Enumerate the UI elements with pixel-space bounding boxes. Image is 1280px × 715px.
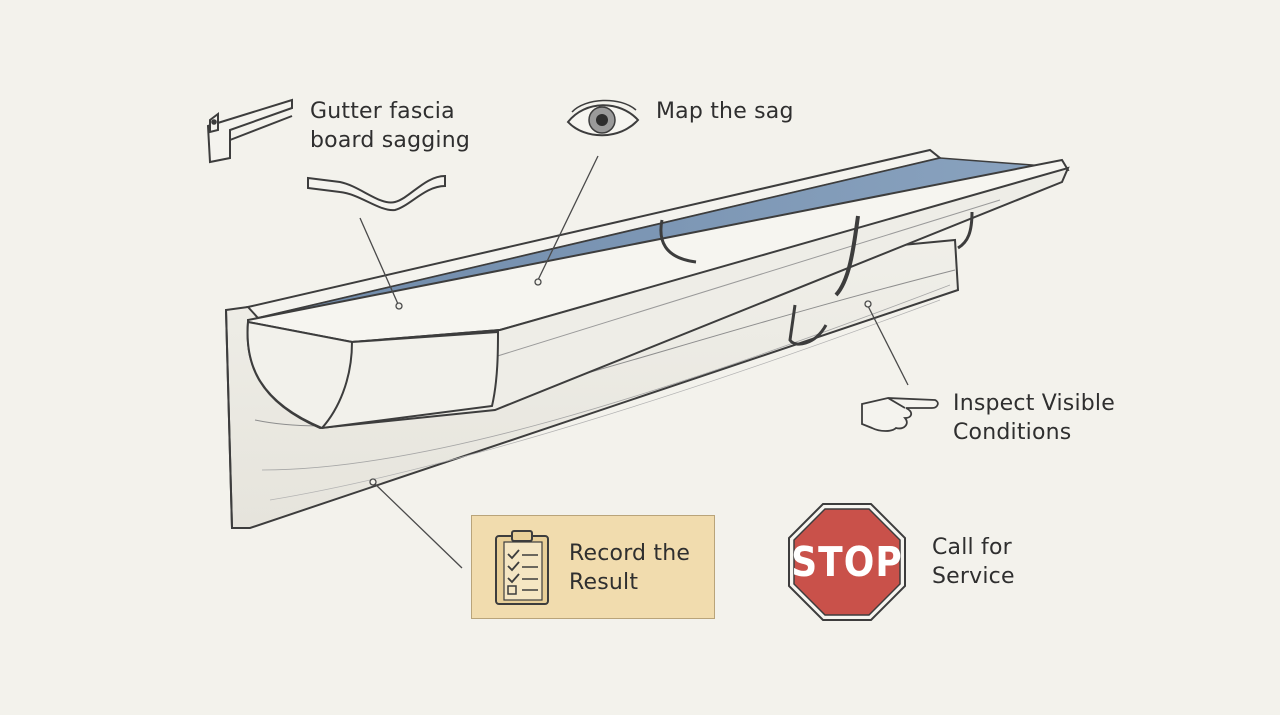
label-line: board sagging xyxy=(310,128,471,153)
record-result-card: Record the Result xyxy=(471,515,715,619)
label-line: Gutter fascia xyxy=(310,99,455,124)
label-line: Record the xyxy=(569,541,691,566)
gutter-trough xyxy=(246,148,1070,430)
sagging-board-icon xyxy=(307,174,446,212)
leader-lines xyxy=(359,155,909,569)
label-line: Call for xyxy=(932,535,1012,560)
stop-sign-shape xyxy=(788,503,906,621)
stop-sign-text: STOP xyxy=(791,538,903,586)
label-inspect-visible-conditions: Inspect Visible Conditions xyxy=(953,389,1115,447)
clipboard-checklist-icon xyxy=(495,530,549,605)
label-line: Result xyxy=(569,570,639,595)
label-gutter-fascia-sagging: Gutter fascia board sagging xyxy=(310,97,470,155)
gutter-hangers xyxy=(659,211,974,346)
stop-sign-icon: STOP xyxy=(787,502,907,622)
label-line: Map the sag xyxy=(656,99,794,124)
pointing-hand-icon xyxy=(861,397,939,432)
label-line: Inspect Visible xyxy=(953,391,1115,416)
label-call-for-service: Call for Service xyxy=(932,533,1015,591)
label-line: Conditions xyxy=(953,420,1072,445)
label-line: Service xyxy=(932,564,1015,589)
label-record-the-result: Record the Result xyxy=(569,539,690,597)
eye-icon xyxy=(566,99,640,137)
gutter-profile-icon xyxy=(206,98,293,164)
label-map-the-sag: Map the sag xyxy=(656,97,794,126)
